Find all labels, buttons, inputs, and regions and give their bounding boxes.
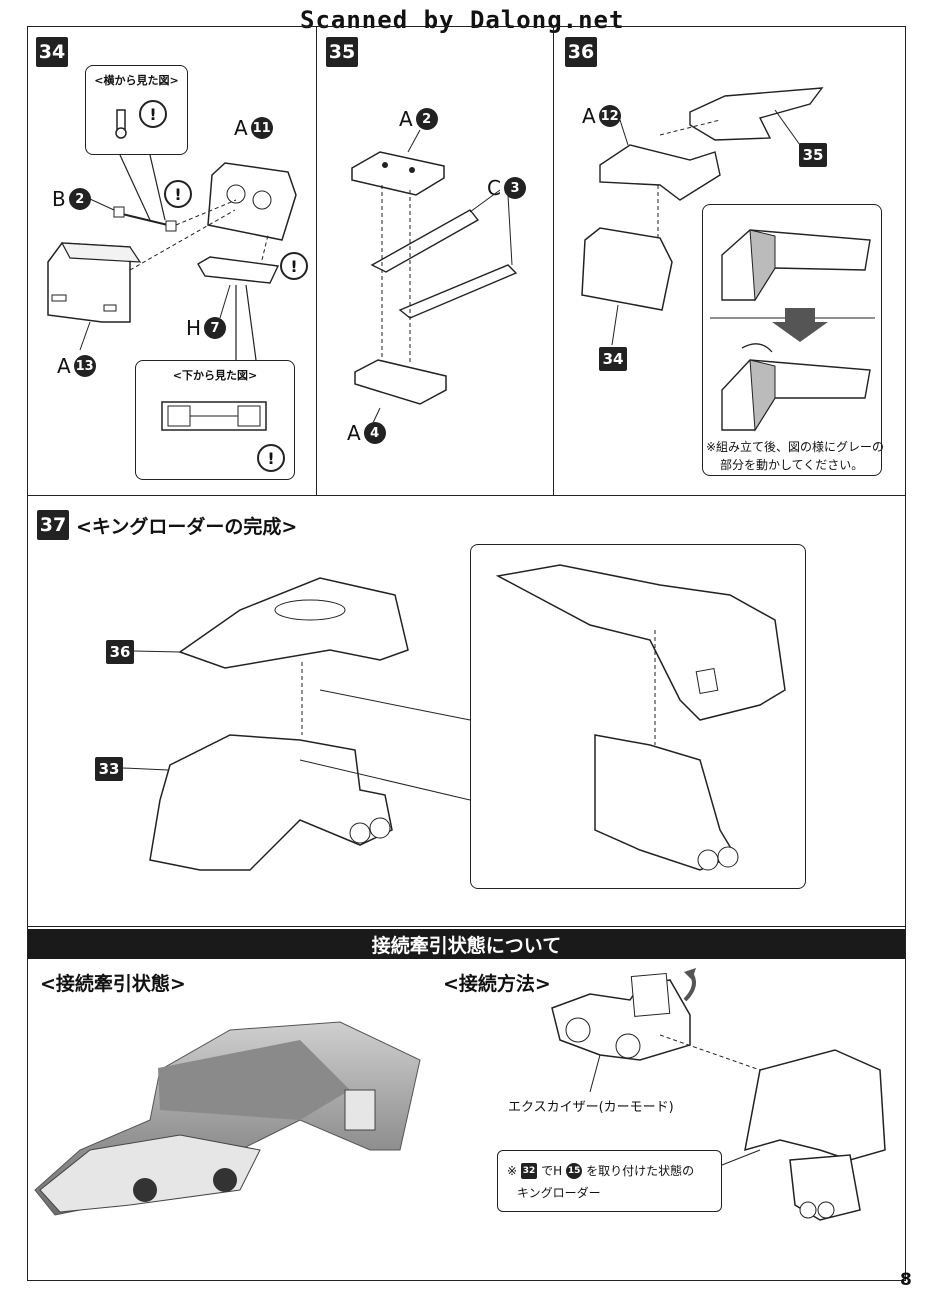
page-number: 8 bbox=[900, 1270, 912, 1290]
part-number-icon: 11 bbox=[250, 117, 273, 139]
panel-towing bbox=[27, 926, 906, 1281]
part-label-a11: A 11 bbox=[234, 116, 273, 140]
step-ref-35: 35 bbox=[799, 143, 827, 167]
part-letter: A bbox=[399, 107, 413, 131]
side-view-callout: <横から見た図> bbox=[85, 65, 188, 155]
part-label-b2: B 2 bbox=[52, 187, 91, 211]
warning-icon: ! bbox=[164, 180, 192, 208]
part-number-icon: 12 bbox=[598, 105, 621, 127]
bottom-view-title: <下から見た図> bbox=[172, 369, 258, 382]
warning-icon: ! bbox=[139, 100, 167, 128]
part-label-a12: A 12 bbox=[582, 104, 621, 128]
note-mid: でH bbox=[541, 1164, 563, 1178]
note-line: ※組み立て後、図の様にグレーの bbox=[706, 440, 885, 454]
scan-credit: Scanned by Dalong.net bbox=[300, 6, 625, 34]
instruction-note: ※組み立て後、図の様にグレーの 部分を動かしてください。 bbox=[706, 438, 884, 474]
part-number-icon: 2 bbox=[68, 188, 91, 210]
side-view-pin-illustration bbox=[115, 109, 127, 139]
note-line: ※ 32 でH 15 を取り付けた状態の bbox=[507, 1160, 694, 1182]
part-letter: H bbox=[186, 316, 202, 340]
part-letter: C bbox=[487, 176, 501, 200]
step-number: 36 bbox=[565, 37, 597, 67]
warning-icon: ! bbox=[257, 444, 285, 472]
part-letter: B bbox=[52, 187, 66, 211]
side-view-title: <横から見た図> bbox=[94, 74, 179, 87]
part-number-icon: 15 bbox=[566, 1163, 583, 1179]
connection-method-title: <接続方法> bbox=[443, 973, 551, 995]
part-label-c3: C 3 bbox=[487, 176, 526, 200]
part-label-a2: A 2 bbox=[399, 107, 438, 131]
towing-state-title: <接続牽引状態> bbox=[40, 973, 186, 995]
part-label-a4: A 4 bbox=[347, 421, 386, 445]
part-letter: A bbox=[234, 116, 248, 140]
note-line: キングローダー bbox=[517, 1186, 601, 1200]
step-ref-32: 32 bbox=[521, 1163, 538, 1179]
step-ref-34: 34 bbox=[599, 347, 627, 371]
section-banner: 接続牽引状態について bbox=[28, 929, 905, 959]
part-letter: A bbox=[582, 104, 596, 128]
step-ref-33: 33 bbox=[95, 757, 123, 781]
warning-icon: ! bbox=[280, 252, 308, 280]
note-prefix: ※ bbox=[507, 1164, 518, 1178]
part-letter: A bbox=[347, 421, 361, 445]
part-label-a13: A 13 bbox=[57, 354, 96, 378]
step-number: 35 bbox=[326, 37, 358, 67]
towing-note: ※ 32 でH 15 を取り付けた状態の キングローダー bbox=[507, 1160, 694, 1204]
note-line: 部分を動かしてください。 bbox=[720, 458, 864, 472]
part-number-icon: 13 bbox=[73, 355, 96, 377]
part-letter: A bbox=[57, 354, 71, 378]
part-number-icon: 7 bbox=[204, 317, 227, 339]
step-ref-36: 36 bbox=[106, 640, 134, 664]
step-title: <キングローダーの完成> bbox=[76, 516, 298, 538]
part-number-icon: 3 bbox=[503, 177, 526, 199]
note-suffix: を取り付けた状態の bbox=[586, 1164, 695, 1178]
step-number: 34 bbox=[36, 37, 68, 67]
car-mode-label: エクスカイザー(カーモード) bbox=[508, 1100, 674, 1115]
towing-note-box bbox=[497, 1150, 722, 1212]
part-number-icon: 4 bbox=[363, 422, 386, 444]
part-label-h7: H 7 bbox=[186, 316, 227, 340]
part-number-icon: 2 bbox=[415, 108, 438, 130]
step-number: 37 bbox=[37, 510, 69, 540]
